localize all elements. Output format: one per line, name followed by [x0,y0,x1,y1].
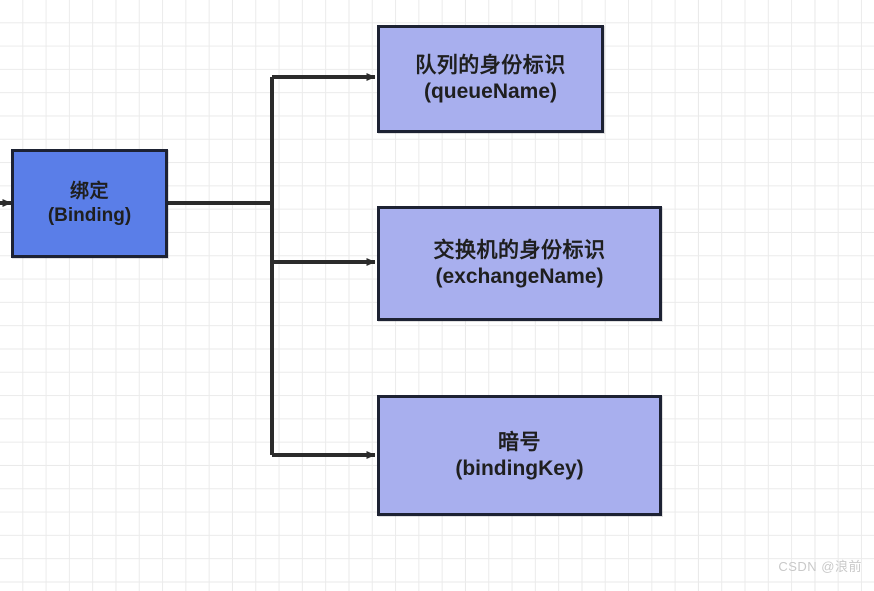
node-binding-label-en: (Binding) [47,204,132,226]
node-queue-name[interactable]: 队列的身份标识 (queueName) [377,25,604,133]
node-bindingkey-label-cn: 暗号 [498,430,541,454]
node-bindingkey-label-en: (bindingKey) [455,456,584,480]
node-exchange-label-en: (exchangeName) [435,264,604,288]
node-binding[interactable]: 绑定 (Binding) [11,149,168,258]
node-exchange-name[interactable]: 交换机的身份标识 (exchangeName) [377,206,662,321]
node-queue-label-en: (queueName) [423,80,558,103]
node-binding-label-cn: 绑定 [69,181,109,203]
watermark-text: CSDN @浪前 [778,559,862,574]
node-binding-key[interactable]: 暗号 (bindingKey) [377,395,662,516]
node-queue-label-cn: 队列的身份标识 [415,54,566,78]
node-exchange-label-cn: 交换机的身份标识 [433,238,606,262]
